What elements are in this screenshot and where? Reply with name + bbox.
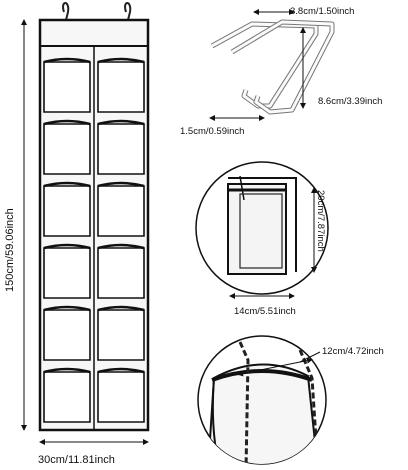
organizer-hook-left [62,2,70,29]
pocket-width-label: 14cm/5.51inch [234,306,296,317]
door-hooks [210,19,335,115]
height-label: 150cm/59.06inch [4,208,16,292]
pocket-opening-detail [197,335,327,465]
hook-top-label: 3.8cm/1.50inch [290,6,355,17]
pocket-opening-dimension-line [237,357,313,377]
pocket-detail [195,161,329,295]
pocket-height-label: 20cm/7.87inch [315,190,326,252]
width-label: 30cm/11.81inch [38,454,115,466]
shoe-organizer [38,2,150,432]
pocket-grid [43,61,145,423]
hook-thickness-label: 1.5cm/0.59inch [180,126,245,137]
organizer-hook-right [124,2,132,29]
hook-depth-label: 8.6cm/3.39inch [318,96,383,107]
pocket-opening-label: 12cm/4.72inch [322,346,384,357]
